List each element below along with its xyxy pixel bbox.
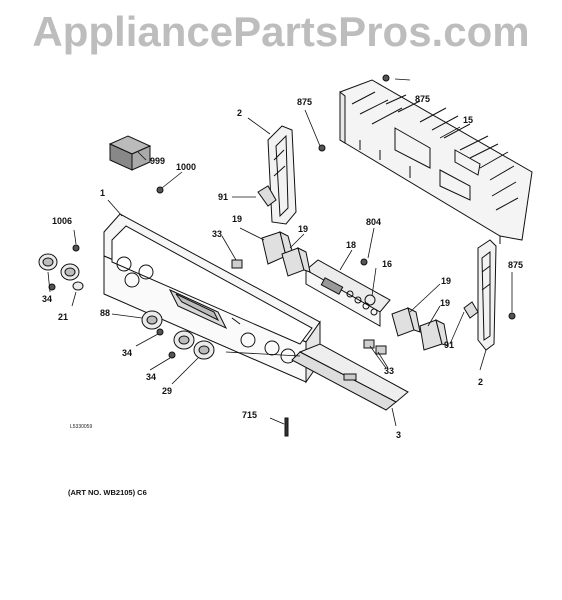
callout-91: 91 bbox=[444, 340, 454, 350]
instruction-box-part[interactable] bbox=[110, 136, 150, 170]
watermark-text: AppliancePartsPros.com bbox=[32, 8, 530, 55]
callout-1006: 1006 bbox=[52, 216, 72, 226]
callout-1000: 1000 bbox=[176, 162, 196, 172]
callout-33: 33 bbox=[384, 366, 394, 376]
callout-19: 19 bbox=[441, 276, 451, 286]
callout-19: 19 bbox=[298, 224, 308, 234]
right-end-cap-part[interactable] bbox=[464, 240, 496, 350]
callout-34: 34 bbox=[122, 348, 132, 358]
callout-2: 2 bbox=[237, 108, 242, 118]
callout-21: 21 bbox=[58, 312, 68, 322]
callout-33: 33 bbox=[212, 229, 222, 239]
callout-labels: 875 875 15 2 999 1000 91 1 1006 19 19 80… bbox=[42, 94, 523, 440]
callout-88: 88 bbox=[100, 308, 110, 318]
callout-875: 875 bbox=[297, 97, 312, 107]
drawing-id-label: L5330059 bbox=[70, 424, 92, 430]
callout-804: 804 bbox=[366, 217, 381, 227]
infinite-switch-parts[interactable] bbox=[262, 232, 448, 350]
art-number-label: (ART NO. WB2105) C6 bbox=[68, 488, 147, 497]
callout-2: 2 bbox=[478, 377, 483, 387]
callout-875: 875 bbox=[508, 260, 523, 270]
rear-panel-part[interactable] bbox=[340, 80, 532, 244]
callout-18: 18 bbox=[346, 240, 356, 250]
callout-1: 1 bbox=[100, 188, 105, 198]
electronic-control-part[interactable] bbox=[306, 260, 390, 326]
switch-clip-parts[interactable] bbox=[232, 260, 386, 354]
callout-29: 29 bbox=[162, 386, 172, 396]
screw-parts[interactable] bbox=[49, 75, 515, 436]
callout-19: 19 bbox=[232, 214, 242, 224]
knob-parts[interactable] bbox=[39, 254, 214, 359]
callout-715: 715 bbox=[242, 410, 257, 420]
callout-16: 16 bbox=[382, 259, 392, 269]
callout-875: 875 bbox=[415, 94, 430, 104]
lower-trim-part[interactable] bbox=[292, 344, 408, 410]
callout-34: 34 bbox=[42, 294, 52, 304]
callout-19: 19 bbox=[440, 298, 450, 308]
callout-15: 15 bbox=[463, 115, 473, 125]
callout-3: 3 bbox=[396, 430, 401, 440]
callout-999: 999 bbox=[150, 156, 165, 166]
callout-91: 91 bbox=[218, 192, 228, 202]
callout-34: 34 bbox=[146, 372, 156, 382]
left-end-cap-part[interactable] bbox=[258, 126, 296, 224]
leader-lines bbox=[48, 79, 512, 426]
